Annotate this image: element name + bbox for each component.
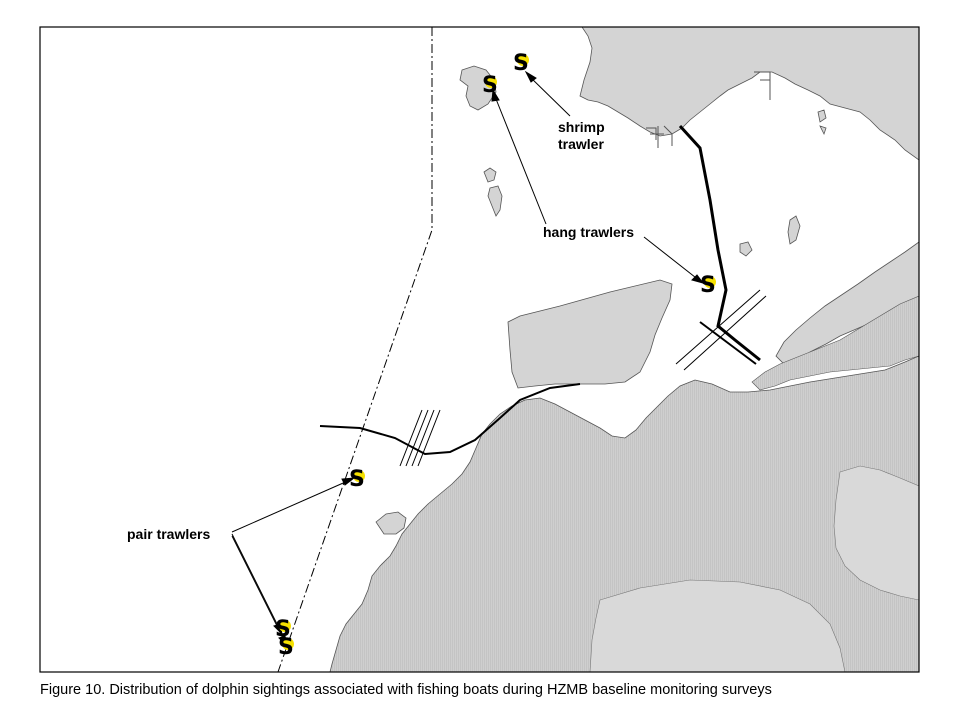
sighting-marker-pair-3: S <box>278 635 294 660</box>
sighting-marker-pair-2: S <box>275 617 291 642</box>
sighting-marker-hang-1: S <box>482 73 498 98</box>
land-north <box>579 27 919 161</box>
marker-letter: S <box>700 273 716 298</box>
marker-letter: S <box>482 73 498 98</box>
marker-letter: S <box>349 467 365 492</box>
label-hang-trawlers: hang trawlers <box>543 224 634 240</box>
label-shrimp-line2: trawler <box>558 136 604 152</box>
marker-letter: S <box>275 617 291 642</box>
label-pair-trawlers: pair trawlers <box>127 526 210 542</box>
island-north-b <box>483 167 503 217</box>
sighting-marker-shrimp: S <box>513 51 529 76</box>
island-small-1 <box>787 215 801 245</box>
marine-lines <box>277 27 767 673</box>
lantau-peak-area <box>589 579 846 672</box>
island-small-2 <box>375 109 827 535</box>
airport-island <box>507 279 673 389</box>
sighting-marker-hang-2: S <box>700 273 716 298</box>
marker-letter: S <box>278 635 294 660</box>
island-north-a <box>459 65 497 111</box>
lantau-east-patch <box>833 465 919 601</box>
figure-caption: Figure 10. Distribution of dolphin sight… <box>40 682 772 698</box>
sighting-marker-pair-1: S <box>349 467 365 492</box>
marker-letter: S <box>513 51 529 76</box>
pier-structures <box>646 71 771 148</box>
label-shrimp-line1: shrimp <box>558 119 605 135</box>
land-east-lower <box>751 295 919 391</box>
map-frame <box>39 26 920 673</box>
